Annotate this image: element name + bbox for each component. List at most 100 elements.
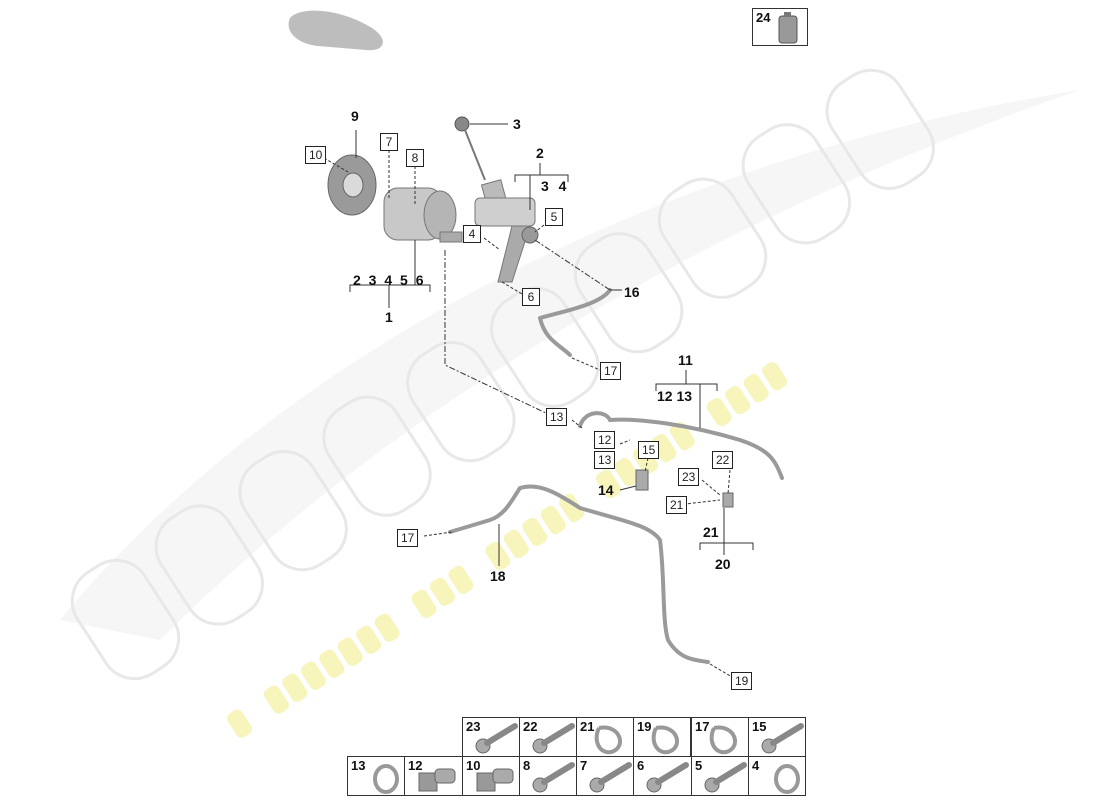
callout-3: 3 <box>513 116 521 132</box>
callout-box-23[interactable]: 23 <box>678 468 700 486</box>
parts-table-cell-23[interactable]: 23 <box>462 717 520 757</box>
part-number: 12 <box>408 758 423 773</box>
callout-1: 1 <box>385 309 393 325</box>
watermark-tagline-shape <box>356 625 382 654</box>
part-number: 8 <box>523 758 531 773</box>
group-11-items: 12 13 <box>657 388 693 404</box>
parts-table-cell-8[interactable]: 8 <box>519 756 577 796</box>
watermark-letter-shape <box>490 286 600 408</box>
watermark-tagline-shape <box>319 649 345 678</box>
watermark-letter-shape <box>741 123 852 245</box>
callout-box-13[interactable]: 13 <box>546 408 568 426</box>
part-bolt-icon <box>704 762 747 793</box>
watermark-tagline-shape <box>263 685 289 714</box>
bracket-part <box>635 469 649 491</box>
parts-table-cell-15[interactable]: 15 <box>748 717 806 757</box>
car-thumbnail <box>288 10 383 51</box>
part-ring-icon <box>373 764 399 794</box>
part-number: 5 <box>695 758 703 773</box>
watermark-tagline-shape <box>448 565 474 594</box>
parts-table-cell-13[interactable]: 13 <box>347 756 405 796</box>
parts-table-cell-19[interactable]: 19 <box>633 717 691 757</box>
callout-box-7[interactable]: 7 <box>380 133 398 151</box>
watermark-tagline-shape <box>596 469 621 499</box>
parts-table-cell-22[interactable]: 22 <box>519 717 577 757</box>
watermark-tagline-shape <box>282 673 308 702</box>
part-number: 6 <box>637 758 645 773</box>
callout-box-10[interactable]: 10 <box>305 146 327 164</box>
watermark-tagline-shape <box>725 386 751 415</box>
callout-box-13-b[interactable]: 13 <box>594 451 616 469</box>
parts-table-cell-6[interactable]: 6 <box>633 756 692 796</box>
watermark-letter-shape <box>406 341 516 463</box>
watermark-tagline-shape <box>540 505 566 535</box>
part-clip-icon <box>594 725 623 755</box>
parts-table-cell-4[interactable]: 4 <box>748 756 806 796</box>
callout-21: 21 <box>703 524 719 540</box>
callout-box-6[interactable]: 6 <box>522 288 540 306</box>
part-ring-icon <box>774 764 800 794</box>
callout-9: 9 <box>351 108 359 124</box>
part-number: 10 <box>466 758 481 773</box>
watermark-tagline-shape <box>337 637 363 666</box>
callout-box-5[interactable]: 5 <box>545 208 563 226</box>
callout-11: 11 <box>678 352 693 368</box>
parts-table-cell-12[interactable]: 12 <box>404 756 463 796</box>
part-number: 7 <box>580 758 588 773</box>
callout-box-22[interactable]: 22 <box>712 451 734 469</box>
watermark-tagline-shape <box>430 577 455 606</box>
reservoir-part <box>454 116 539 283</box>
part-number: 13 <box>351 758 366 773</box>
callout-14: 14 <box>598 482 614 498</box>
watermark-letter-shape <box>573 232 684 354</box>
watermark-letter-shape <box>825 68 935 190</box>
watermark-tagline-shape <box>503 529 529 558</box>
parts-table-cell-17[interactable]: 17 <box>691 717 749 757</box>
callout-box-15[interactable]: 15 <box>638 441 660 459</box>
part-clip-icon <box>651 725 680 755</box>
part-bolt-icon <box>475 723 518 754</box>
watermark-tagline-shape <box>522 517 548 546</box>
pump-part <box>383 187 463 243</box>
part-bolt-icon <box>646 762 689 793</box>
part-bolt-icon <box>532 762 575 793</box>
callout-box-19[interactable]: 19 <box>731 672 753 690</box>
watermark-letter-shape <box>657 177 768 299</box>
part-bolt-icon <box>532 723 575 754</box>
callout-box-21[interactable]: 21 <box>666 496 688 514</box>
parts-table-cell-21[interactable]: 21 <box>576 717 634 757</box>
callout-box-17-b[interactable]: 17 <box>397 529 419 547</box>
watermark-letter-shape <box>70 558 181 681</box>
part-number: 15 <box>752 719 767 734</box>
part-number: 19 <box>637 719 652 734</box>
parts-table-cell-5[interactable]: 5 <box>691 756 749 796</box>
watermark-tagline-shape <box>614 457 640 487</box>
clip-part <box>722 492 734 508</box>
part-24-box[interactable]: 24 <box>752 8 808 46</box>
part-number: 4 <box>752 758 760 773</box>
callout-box-8[interactable]: 8 <box>406 149 424 167</box>
callout-box-12[interactable]: 12 <box>594 431 616 449</box>
callout-box-4[interactable]: 4 <box>463 225 481 243</box>
watermark-tagline-shape <box>411 589 437 618</box>
watermark-tagline-shape <box>762 362 788 391</box>
part-stud-icon <box>476 768 514 792</box>
watermark-letter-shape <box>322 395 432 517</box>
watermark-tagline-shape <box>485 541 511 570</box>
watermark-letter-shape <box>238 450 348 572</box>
part-stud-icon <box>418 768 456 792</box>
parts-table-cell-7[interactable]: 7 <box>576 756 634 796</box>
part-bolt-icon <box>761 723 804 754</box>
callout-18: 18 <box>490 568 506 584</box>
part-number: 23 <box>466 719 481 734</box>
watermark-tagline-shape <box>374 613 400 642</box>
parts-table-cell-10[interactable]: 10 <box>462 756 520 796</box>
callout-box-17[interactable]: 17 <box>600 362 622 380</box>
pulley-part <box>327 154 377 216</box>
callout-20: 20 <box>715 556 731 572</box>
watermark-brand-logo <box>70 68 935 681</box>
part-number: 21 <box>580 719 595 734</box>
leader-lines <box>323 123 754 678</box>
watermark-tagline-shape <box>300 661 326 690</box>
part-bolt-icon <box>589 762 632 793</box>
